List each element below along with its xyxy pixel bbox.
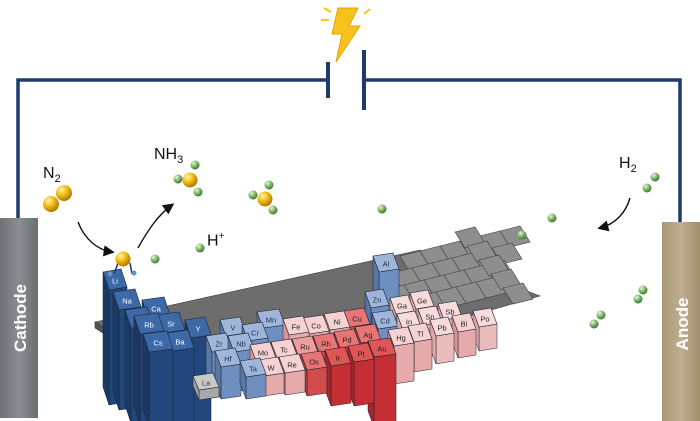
element-symbol: Ag <box>363 331 372 340</box>
element-symbol: V <box>230 324 235 333</box>
element-symbol: Zn <box>373 296 382 305</box>
anode-label: Anode <box>673 298 692 351</box>
periodic-table-3d: AlLiNaZnGeGaCaSbSnKCuPoMnCdNiInSrRbBiCoF… <box>94 225 541 421</box>
element-cell-ir: Ir <box>324 346 352 407</box>
element-symbol: Mo <box>258 349 268 358</box>
hplus-label: H+ <box>207 231 225 250</box>
h2-label: H2 <box>619 155 637 176</box>
battery-icon <box>326 50 366 110</box>
element-symbol: Fe <box>292 323 301 332</box>
hydrogen-atoms <box>150 204 557 264</box>
cathode-electrode: Cathode <box>0 218 38 418</box>
element-symbol: Mn <box>266 316 276 325</box>
h2-molecules <box>589 172 660 329</box>
lightning-bolt-icon <box>321 7 371 63</box>
element-symbol: Al <box>383 260 390 269</box>
element-symbol: Nb <box>236 340 246 349</box>
element-symbol: Hf <box>224 355 232 364</box>
element-symbol: La <box>202 379 211 388</box>
element-symbol: Rb <box>144 321 154 330</box>
element-cell-bi: Bi <box>451 312 477 359</box>
element-symbol: Hg <box>396 334 406 343</box>
nh3-desorption-arrow <box>137 203 175 249</box>
element-cell-pb: Pb <box>429 316 455 365</box>
element-symbol: Sb <box>445 308 454 317</box>
element-symbol: Pd <box>342 336 351 345</box>
grey-cell <box>502 282 534 305</box>
element-cell-re: Re <box>278 353 306 396</box>
n2-adsorption-arrow <box>77 221 115 257</box>
element-symbol: Cr <box>251 329 259 338</box>
element-cell-la: La <box>192 372 220 401</box>
element-symbol: Ir <box>336 354 341 363</box>
element-cell-ta: Ta <box>239 357 267 400</box>
element-symbol: Au <box>377 345 386 354</box>
element-symbol: Y <box>195 325 200 334</box>
element-symbol: Cu <box>352 315 362 324</box>
external-circuit-wire <box>16 78 682 222</box>
element-symbol: Po <box>480 315 489 324</box>
element-symbol: Ba <box>175 338 185 347</box>
n2-molecule <box>43 185 72 212</box>
reaction-arrows <box>77 197 631 257</box>
element-symbol: In <box>406 318 412 327</box>
element-symbol: Pb <box>437 324 446 333</box>
element-symbol: Sn <box>425 313 434 322</box>
nh3-molecule-2 <box>248 180 278 215</box>
element-symbol: Tc <box>280 346 288 355</box>
n2-label: N2 <box>43 165 61 186</box>
adsorbed-nitrogen <box>107 251 137 277</box>
nh3-label: NH3 <box>154 146 184 167</box>
element-symbol: Tl <box>417 330 424 339</box>
element-symbol: Pt <box>357 350 365 359</box>
nh3-molecule-1 <box>173 160 203 197</box>
element-symbol: Bi <box>461 320 468 329</box>
element-symbol: Re <box>287 361 297 370</box>
element-symbol: Cd <box>380 317 390 326</box>
element-symbol: Zr <box>215 340 223 349</box>
element-symbol: Ni <box>333 318 340 327</box>
element-symbol: Os <box>309 358 319 367</box>
element-cell-pt: Pt <box>347 342 375 407</box>
element-symbol: Ga <box>397 302 408 311</box>
element-symbol: Rh <box>321 340 331 349</box>
element-cell-cs: Cs <box>142 330 174 421</box>
element-symbol: Sr <box>167 320 175 329</box>
h2-oxidation-arrow <box>597 197 631 232</box>
element-symbol: Cs <box>153 339 162 348</box>
element-symbol: W <box>267 364 275 373</box>
element-symbol: Na <box>122 297 132 306</box>
element-symbol: Ta <box>249 365 258 374</box>
element-cell-po: Po <box>472 307 498 352</box>
element-symbol: Ge <box>417 297 427 306</box>
element-symbol: Ca <box>151 305 161 314</box>
element-symbol: Li <box>112 277 118 286</box>
element-symbol: Ru <box>300 343 310 352</box>
cathode-label: Cathode <box>11 284 30 352</box>
anode-electrode: Anode <box>662 222 700 421</box>
element-symbol: Co <box>311 322 321 331</box>
